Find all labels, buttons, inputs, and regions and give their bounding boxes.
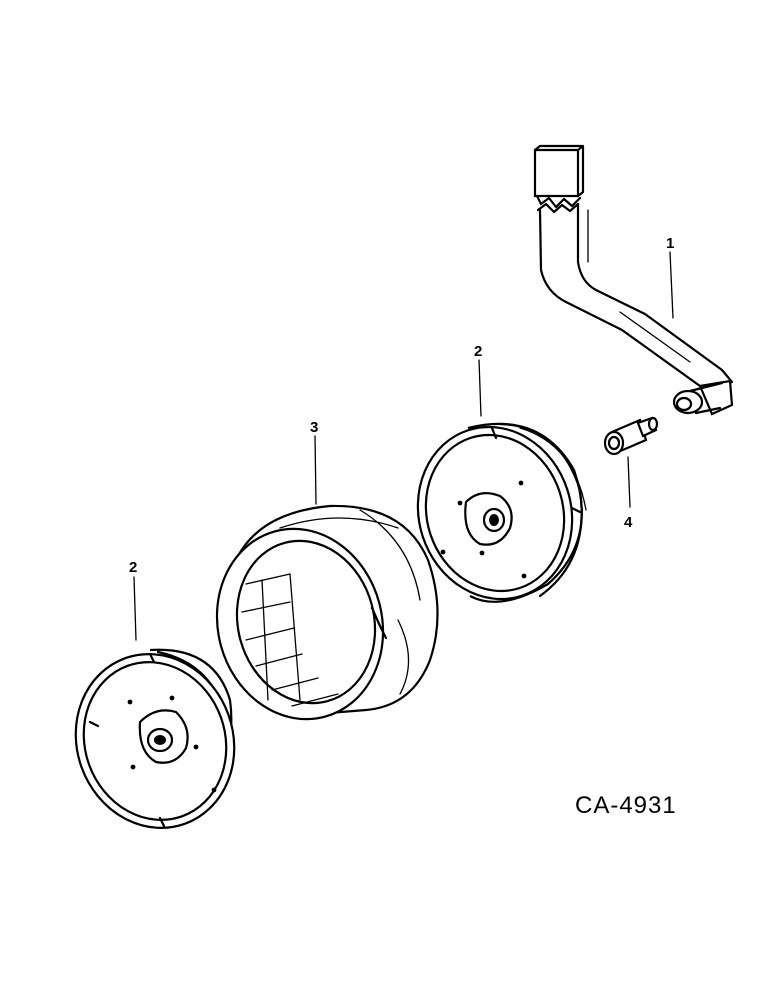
svg-text:2: 2 <box>129 559 137 576</box>
svg-text:2: 2 <box>474 343 482 360</box>
tire <box>215 504 439 721</box>
callout-3: 3 <box>310 419 318 505</box>
callout-4: 4 <box>624 456 633 531</box>
svg-text:1: 1 <box>666 235 674 252</box>
svg-text:4: 4 <box>624 514 633 531</box>
figure-code: CA-4931 <box>575 792 677 819</box>
gauge-wheel-arm <box>533 144 734 416</box>
callout-1: 1 <box>666 235 674 319</box>
axle-spindle <box>603 416 659 456</box>
wheel-half-right <box>416 422 587 603</box>
callout-2-right: 2 <box>474 343 482 417</box>
wheel-half-left <box>74 648 236 829</box>
svg-text:3: 3 <box>310 419 318 436</box>
callout-2-left: 2 <box>129 559 137 641</box>
